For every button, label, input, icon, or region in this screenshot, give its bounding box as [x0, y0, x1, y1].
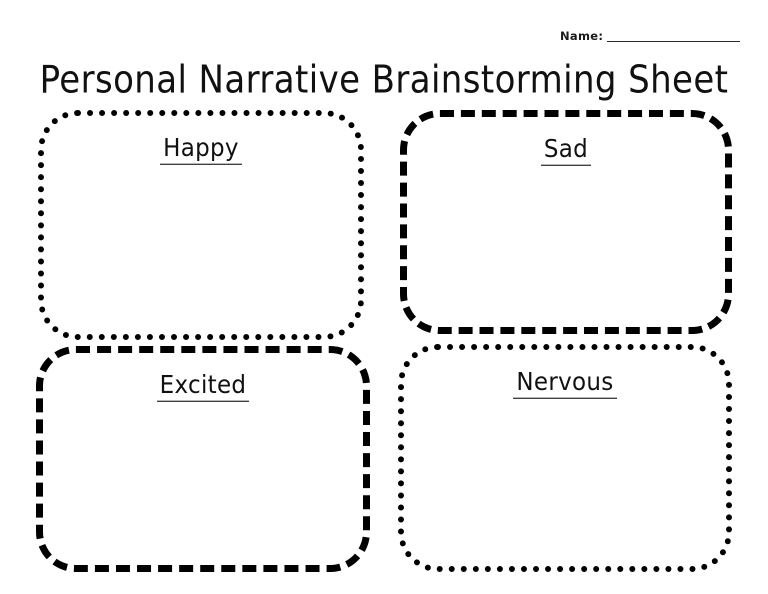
box-label-nervous-text: Nervous: [513, 368, 617, 400]
box-label-nervous: Nervous: [404, 368, 726, 400]
box-label-excited-text: Excited: [156, 371, 250, 403]
name-input-blank[interactable]: [607, 40, 740, 42]
page-title: Personal Narrative Brainstorming Sheet: [39, 58, 729, 103]
box-label-happy-text: Happy: [160, 134, 242, 166]
name-field-row: Name:: [560, 18, 740, 44]
brainstorm-box-happy[interactable]: Happy: [38, 110, 364, 340]
box-label-sad-text: Sad: [540, 135, 592, 167]
brainstorm-box-excited[interactable]: Excited: [36, 346, 370, 572]
box-label-sad: Sad: [407, 135, 725, 167]
brainstorm-box-nervous[interactable]: Nervous: [398, 344, 732, 572]
name-label: Name:: [560, 28, 604, 43]
box-label-happy: Happy: [44, 134, 358, 166]
box-label-excited: Excited: [43, 371, 363, 403]
brainstorm-box-sad[interactable]: Sad: [400, 110, 732, 334]
